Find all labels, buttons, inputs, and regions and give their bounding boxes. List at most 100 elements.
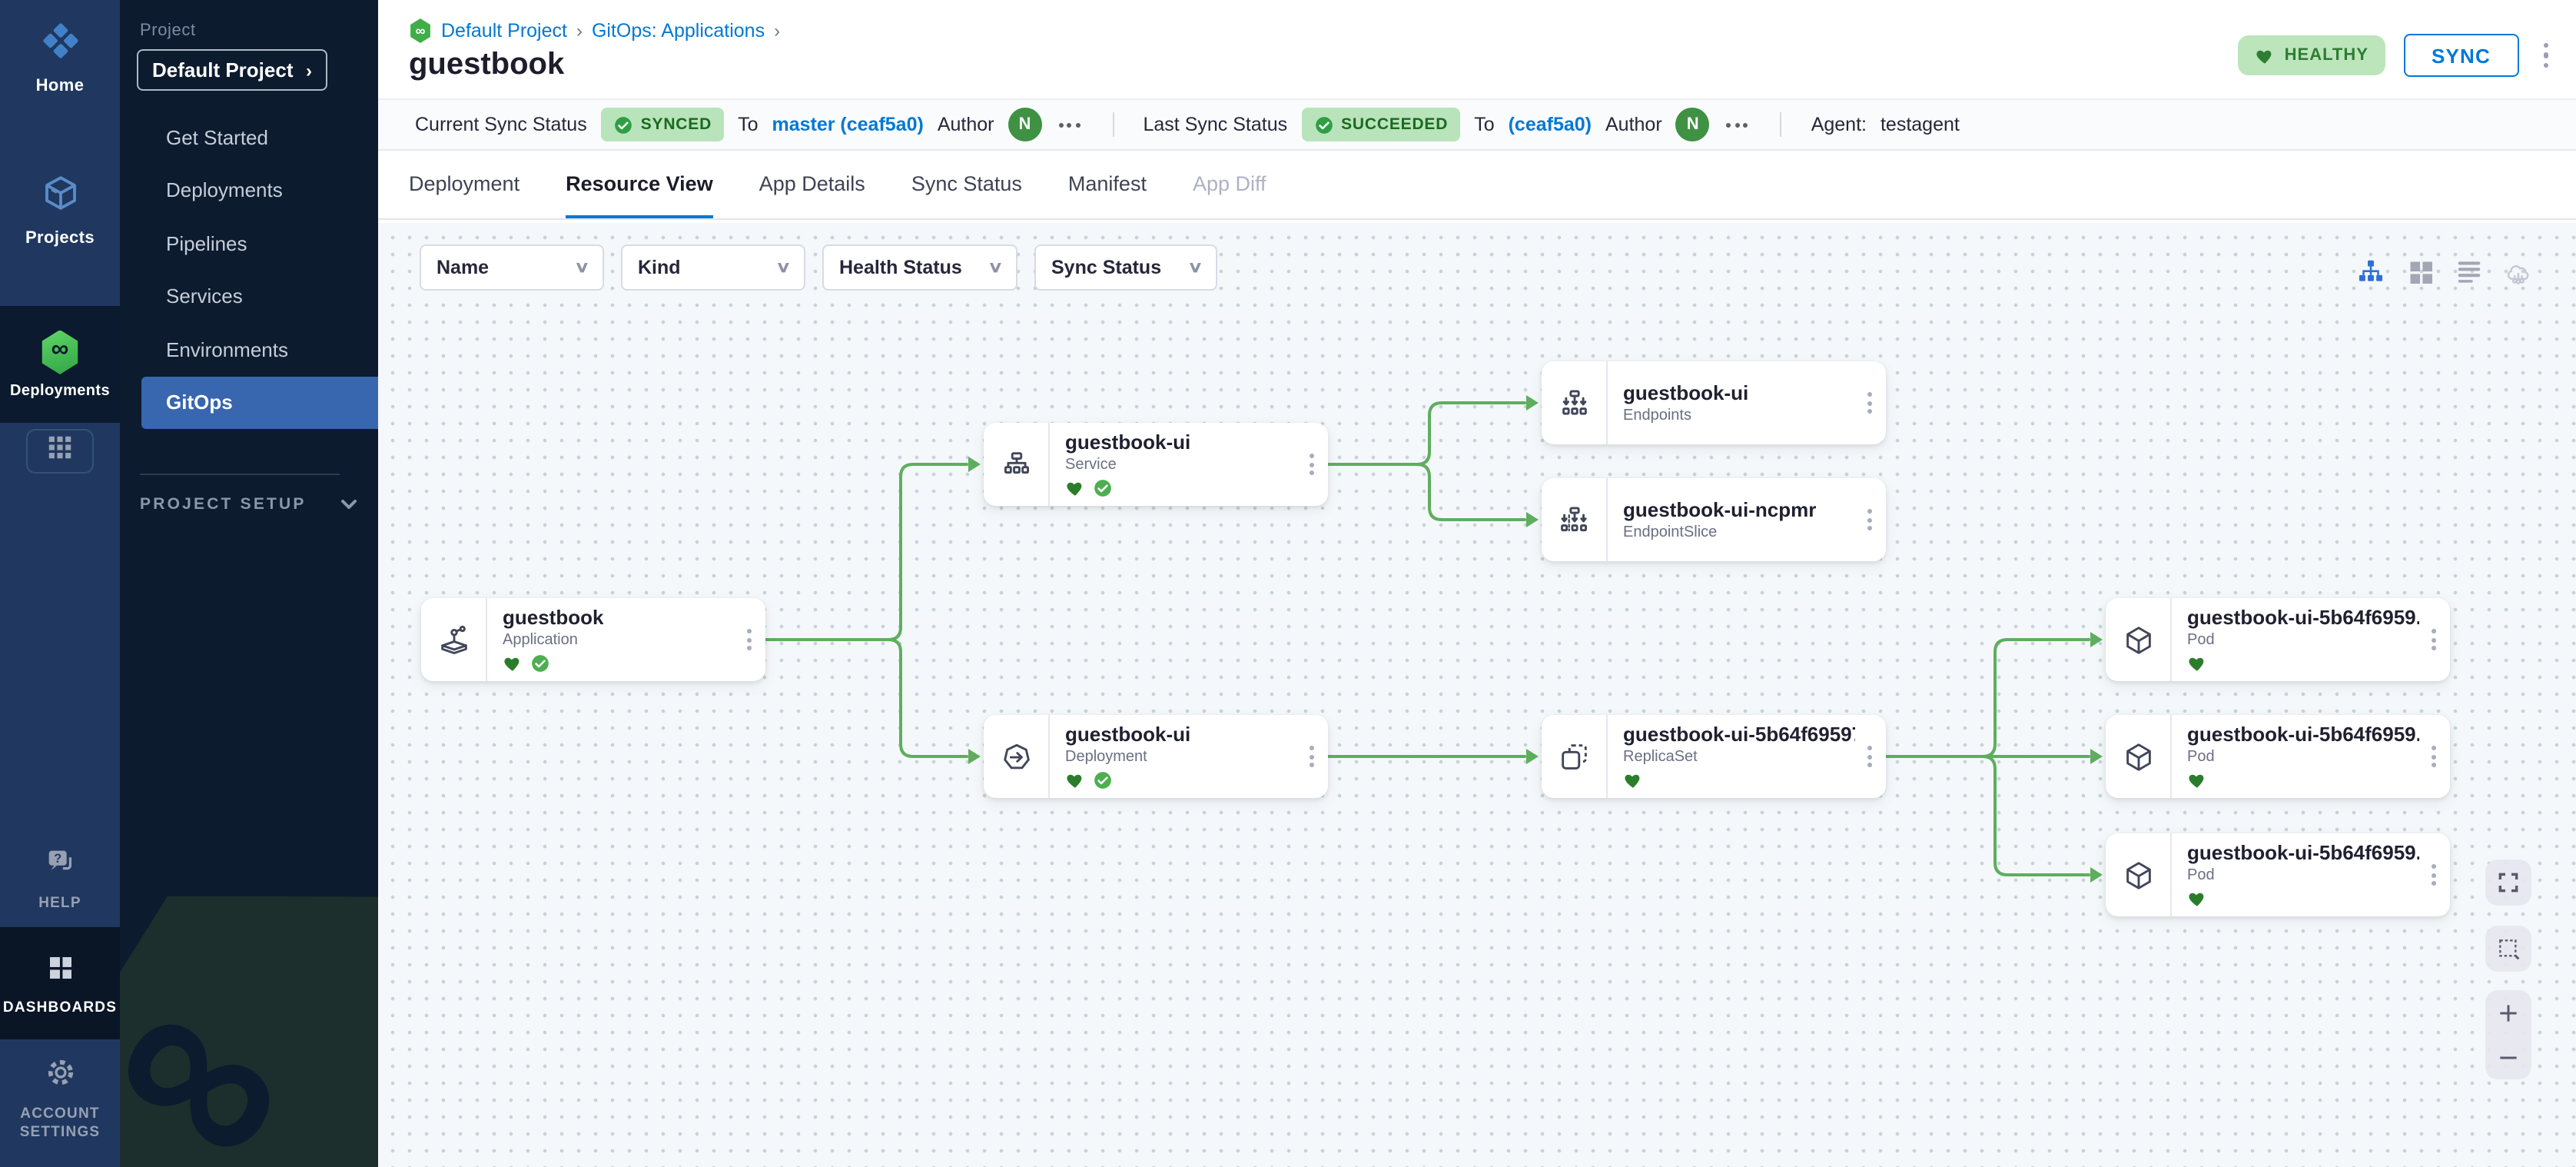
home-icon	[39, 20, 81, 69]
healthy-heart-icon	[504, 657, 520, 671]
check-circle-icon	[614, 116, 632, 133]
tab-app-diff: App Diff	[1192, 171, 1266, 194]
project-setup-toggle[interactable]: PROJECT SETUP	[140, 495, 358, 514]
chevron-down-icon: ∨	[1187, 259, 1203, 276]
rail-item-help[interactable]: ? HELP	[0, 828, 120, 928]
app-menu-button[interactable]	[2537, 37, 2554, 75]
sidebar-item-services[interactable]: Services	[166, 284, 243, 308]
rail-item-home[interactable]: Home	[0, 0, 120, 114]
kind-filter-label: Kind	[638, 257, 681, 278]
name-filter-select[interactable]: Name ∨	[420, 244, 604, 291]
project-section-label: Project	[140, 22, 196, 40]
zoom-controls	[2485, 990, 2531, 1079]
node-kind: Service	[1065, 457, 1117, 474]
rail-item-projects[interactable]: Projects	[0, 157, 120, 266]
healthy-heart-icon	[2189, 774, 2204, 788]
resource-tree-canvas[interactable]: Name ∨ Kind ∨ Health Status∨ Sync Status ∨	[378, 223, 2576, 1167]
rail-item-dashboards[interactable]: DASHBOARDS	[0, 927, 120, 1040]
header-actions: HEALTHY SYNC	[2238, 34, 2554, 77]
tab-app-details[interactable]: App Details	[759, 171, 865, 194]
list-view-toggle[interactable]	[2455, 257, 2484, 286]
cloud-network-icon	[2507, 264, 2529, 284]
fullscreen-button[interactable]	[2485, 859, 2531, 906]
filter-bar: Name ∨ Kind ∨ Health Status∨ Sync Status ∨	[420, 244, 1217, 291]
node-menu-button[interactable]	[1861, 383, 1886, 423]
node-menu-button[interactable]	[741, 620, 765, 660]
resource-node-pod-2[interactable]: guestbook-ui-5b64f6959... Pod	[2106, 715, 2450, 798]
sidebar-item-pipelines[interactable]: Pipelines	[166, 231, 247, 255]
main-content: ∞ Default Project › GitOps: Applications…	[378, 0, 2576, 1167]
rail-label-account-settings: ACCOUNT SETTINGS	[19, 1105, 101, 1142]
health-status-filter-select[interactable]: Health Status∨	[822, 244, 1017, 291]
tree-view-toggle[interactable]	[2356, 257, 2385, 286]
sidebar-item-get-started[interactable]: Get Started	[166, 125, 268, 149]
sync-filter-label: Sync Status	[1051, 257, 1162, 278]
page-header: ∞ Default Project › GitOps: Applications…	[378, 0, 2576, 98]
resource-node-application[interactable]: guestbook Application	[421, 598, 765, 681]
node-menu-button[interactable]	[2425, 855, 2450, 895]
resource-node-pod-1[interactable]: guestbook-ui-5b64f6959... Pod	[2106, 598, 2450, 681]
commit-info-button[interactable]	[1724, 116, 1751, 133]
commit-info-button[interactable]	[1056, 116, 1084, 133]
node-menu-button[interactable]	[2425, 736, 2450, 776]
node-status-badges	[503, 653, 735, 673]
rail-item-account-settings[interactable]: ACCOUNT SETTINGS	[0, 1040, 120, 1167]
tab-deployment[interactable]: Deployment	[409, 171, 520, 194]
deployment-icon	[984, 715, 1050, 798]
module-rail: Home Projects ∞ Deployments	[0, 0, 120, 1167]
rail-label-deployments: Deployments	[10, 382, 110, 399]
cloud-view-toggle[interactable]	[2504, 257, 2533, 286]
zoom-in-button[interactable]	[2496, 1000, 2521, 1025]
rail-item-deployments[interactable]: ∞ Deployments	[0, 305, 120, 423]
node-menu-button[interactable]	[1861, 736, 1886, 776]
divider	[1780, 112, 1782, 137]
sync-button[interactable]: SYNC	[2403, 34, 2518, 77]
list-view-icon	[2458, 261, 2481, 283]
synced-badge: SYNCED	[600, 108, 725, 141]
zoom-out-button[interactable]	[2496, 1045, 2521, 1069]
health-filter-label: Health Status	[839, 257, 962, 278]
node-menu-button[interactable]	[1303, 736, 1328, 776]
project-sidebar: ∞ Project Default Project › Get Started …	[120, 0, 378, 1167]
sidebar-item-environments[interactable]: Environments	[166, 337, 288, 361]
sidebar-item-deployments[interactable]: Deployments	[166, 178, 283, 202]
grid-view-toggle[interactable]	[2405, 257, 2435, 286]
author-avatar: N	[1007, 108, 1042, 141]
tab-resource-view[interactable]: Resource View	[566, 151, 713, 218]
sync-status-filter-select[interactable]: Sync Status ∨	[1034, 244, 1217, 291]
resource-node-service[interactable]: guestbook-ui Service	[984, 423, 1328, 506]
resource-node-replicaset[interactable]: guestbook-ui-5b64f69597 ReplicaSet	[1542, 715, 1886, 798]
chevron-down-icon: ∨	[775, 259, 791, 276]
node-title: guestbook-ui	[1065, 431, 1191, 454]
node-kind: Deployment	[1065, 749, 1147, 766]
node-menu-button[interactable]	[2425, 620, 2450, 660]
chevron-down-icon: ∨	[573, 259, 589, 276]
tab-sync-status[interactable]: Sync Status	[911, 171, 1022, 194]
name-filter-label: Name	[437, 257, 490, 278]
last-revision-link[interactable]: (ceaf5a0)	[1508, 114, 1592, 135]
resource-node-deployment[interactable]: guestbook-ui Deployment	[984, 715, 1328, 798]
node-menu-button[interactable]	[1861, 500, 1886, 540]
dashboards-icon	[44, 953, 76, 992]
project-selector[interactable]: Default Project ›	[137, 49, 327, 91]
node-status-badges	[2187, 770, 2419, 790]
tab-manifest[interactable]: Manifest	[1067, 171, 1147, 194]
resource-node-endpoints[interactable]: guestbook-ui Endpoints	[1542, 361, 1886, 444]
kind-filter-select[interactable]: Kind ∨	[621, 244, 805, 291]
node-status-badges	[1623, 770, 1855, 790]
module-grid-button[interactable]	[26, 429, 94, 474]
breadcrumb-project-link[interactable]: Default Project	[441, 20, 567, 42]
endpoints-icon	[1542, 361, 1608, 444]
sidebar-divider	[140, 474, 340, 475]
resource-node-pod-3[interactable]: guestbook-ui-5b64f6959... Pod	[2106, 833, 2450, 916]
endpointslice-icon	[1542, 478, 1608, 561]
project-setup-label: PROJECT SETUP	[140, 495, 307, 514]
node-menu-button[interactable]	[1303, 444, 1328, 484]
selection-button[interactable]	[2485, 926, 2531, 972]
current-revision-link[interactable]: master (ceaf5a0)	[772, 114, 924, 135]
sidebar-item-gitops[interactable]: GitOps	[141, 376, 378, 429]
page-title: guestbook	[409, 48, 565, 81]
breadcrumb-applications-link[interactable]: GitOps: Applications	[591, 20, 765, 42]
node-status-badges	[2187, 889, 2419, 909]
resource-node-endpointslice[interactable]: guestbook-ui-ncpmr EndpointSlice	[1542, 478, 1886, 561]
